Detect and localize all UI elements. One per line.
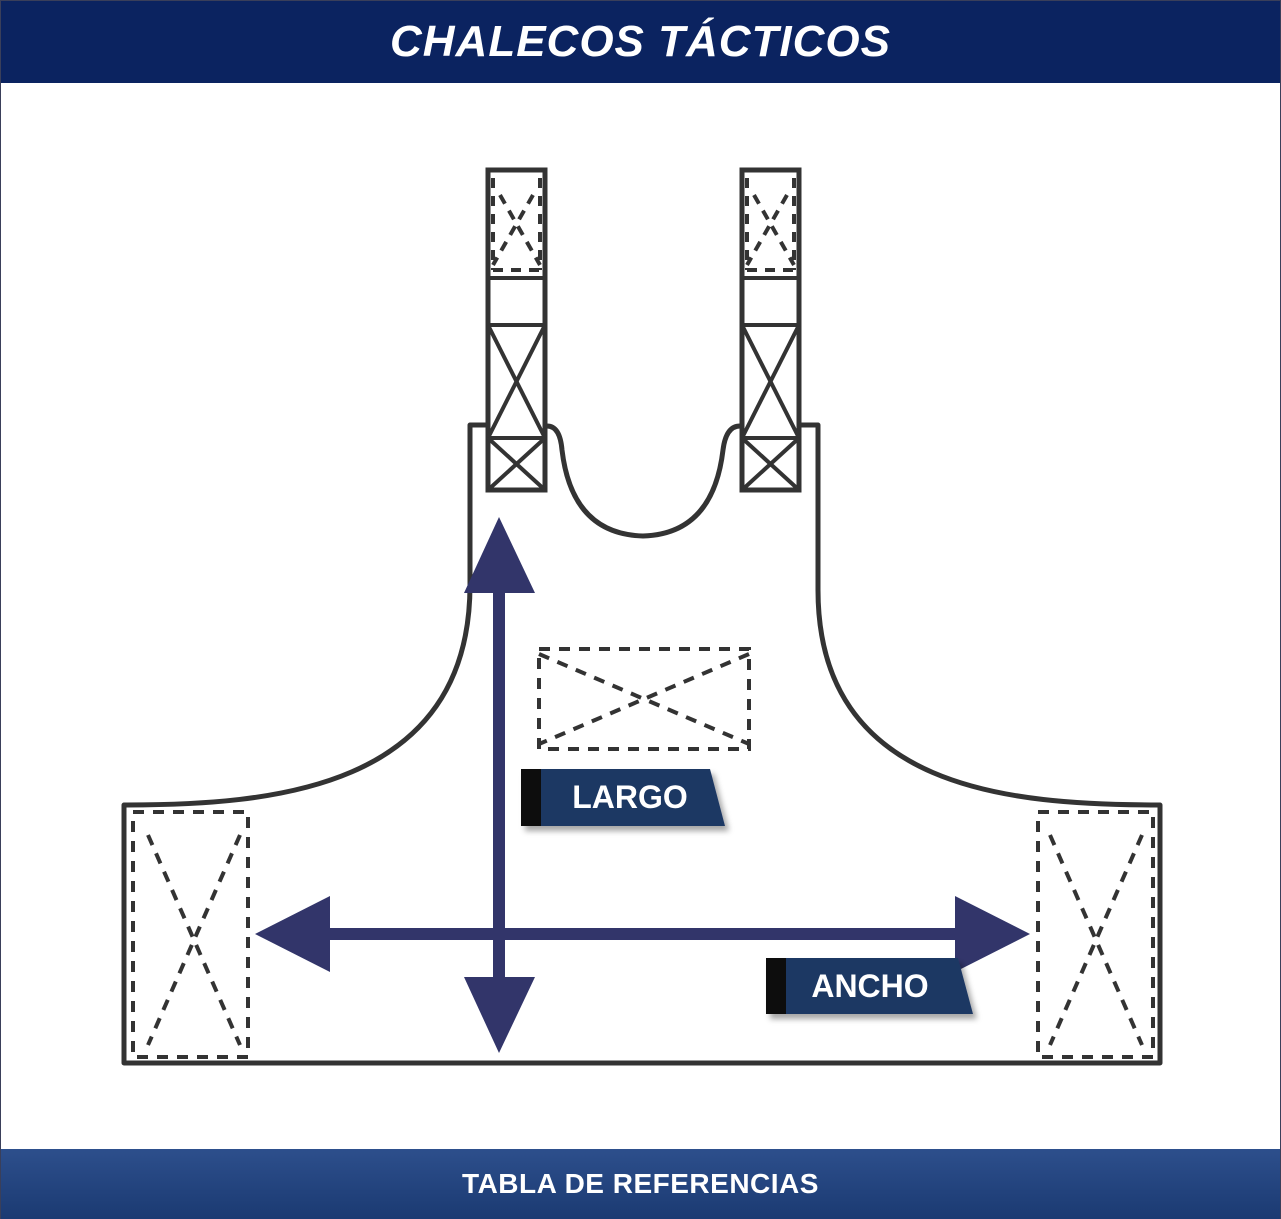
largo-label-tag: LARGO: [521, 769, 725, 826]
chest-patch-area: [537, 647, 751, 751]
vest-outline-icon: [121, 422, 1163, 1066]
right-shoulder-strap: [739, 167, 802, 493]
ancho-label-tag: ANCHO: [766, 958, 973, 1014]
page-header: CHALECOS TÁCTICOS: [1, 1, 1280, 83]
reference-table-title: TABLA DE REFERENCIAS: [462, 1168, 819, 1199]
ancho-label: ANCHO: [811, 968, 928, 1004]
left-shoulder-strap: [485, 167, 548, 493]
left-side-panel: [131, 810, 250, 1059]
right-side-panel: [1036, 810, 1155, 1059]
page-title: CHALECOS TÁCTICOS: [390, 17, 891, 66]
largo-label: LARGO: [572, 779, 688, 815]
reference-table-bar: TABLA DE REFERENCIAS: [1, 1149, 1280, 1219]
vertical-double-arrow-icon: [464, 517, 535, 1053]
horizontal-double-arrow-icon: [255, 896, 1030, 972]
